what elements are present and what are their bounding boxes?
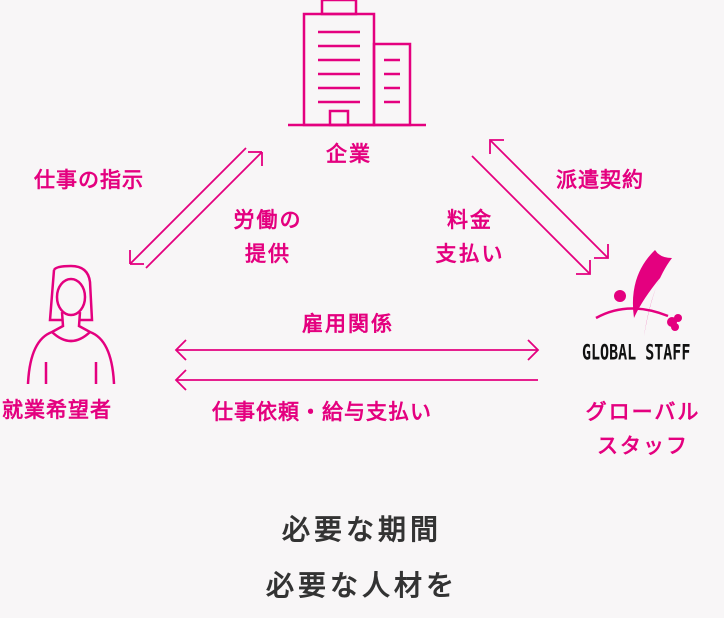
labor-label-line1: 労働の	[233, 208, 303, 232]
jobseeker-label: 就業希望者	[2, 398, 112, 422]
arrow-employment	[174, 339, 540, 361]
footer-line2: 必要な人材を	[265, 569, 458, 602]
agency-label-line2: スタッフ	[597, 434, 689, 458]
agency-label-line1: グローバル	[585, 400, 701, 424]
arrow-dispatch-contract	[489, 139, 609, 259]
footer-line1: 必要な期間	[281, 513, 442, 546]
arrow-instruction	[145, 151, 263, 269]
request-pay-label: 仕事依頼・給与支払い	[212, 400, 432, 424]
arrow-request-pay	[174, 369, 538, 391]
arrow-labor	[129, 147, 247, 265]
fee-label-line1: 料金	[447, 208, 493, 232]
labor-label-line2: 提供	[245, 242, 291, 266]
company-label: 企業	[326, 142, 372, 166]
building-icon	[288, 0, 426, 127]
instruction-label: 仕事の指示	[34, 168, 144, 192]
person-icon	[26, 264, 116, 385]
arrow-fee	[471, 155, 591, 275]
dispatch-contract-label: 派遣契約	[556, 168, 644, 192]
employment-label: 雇用関係	[302, 312, 394, 336]
global-staff-logo-text: GLOBAL STAFF	[582, 339, 691, 366]
fee-label-line2: 支払い	[435, 242, 505, 266]
global-staff-logo-mark	[595, 250, 682, 336]
